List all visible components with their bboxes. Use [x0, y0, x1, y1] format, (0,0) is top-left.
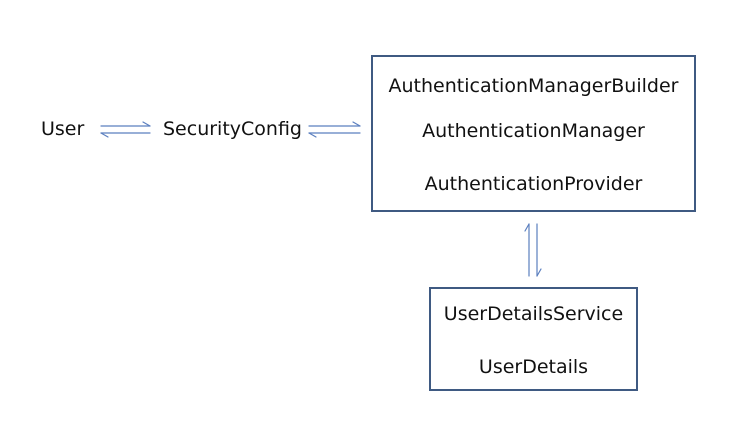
user-security-double-arrow [100, 121, 151, 138]
authentication-manager-builder-label: AuthenticationManagerBuilder [388, 75, 679, 97]
user-details-box: UserDetailsService UserDetails [429, 287, 638, 391]
security-auth-double-arrow [308, 121, 361, 138]
security-config-label: SecurityConfig [163, 118, 302, 140]
authentication-manager-label: AuthenticationManager [422, 120, 645, 142]
auth-details-double-arrow [524, 223, 542, 277]
authentication-provider-label: AuthenticationProvider [424, 173, 643, 195]
user-label: User [41, 118, 85, 140]
authentication-box: AuthenticationManagerBuilder Authenticat… [371, 55, 696, 212]
user-details-service-label: UserDetailsService [443, 303, 624, 325]
user-details-label: UserDetails [478, 356, 589, 378]
